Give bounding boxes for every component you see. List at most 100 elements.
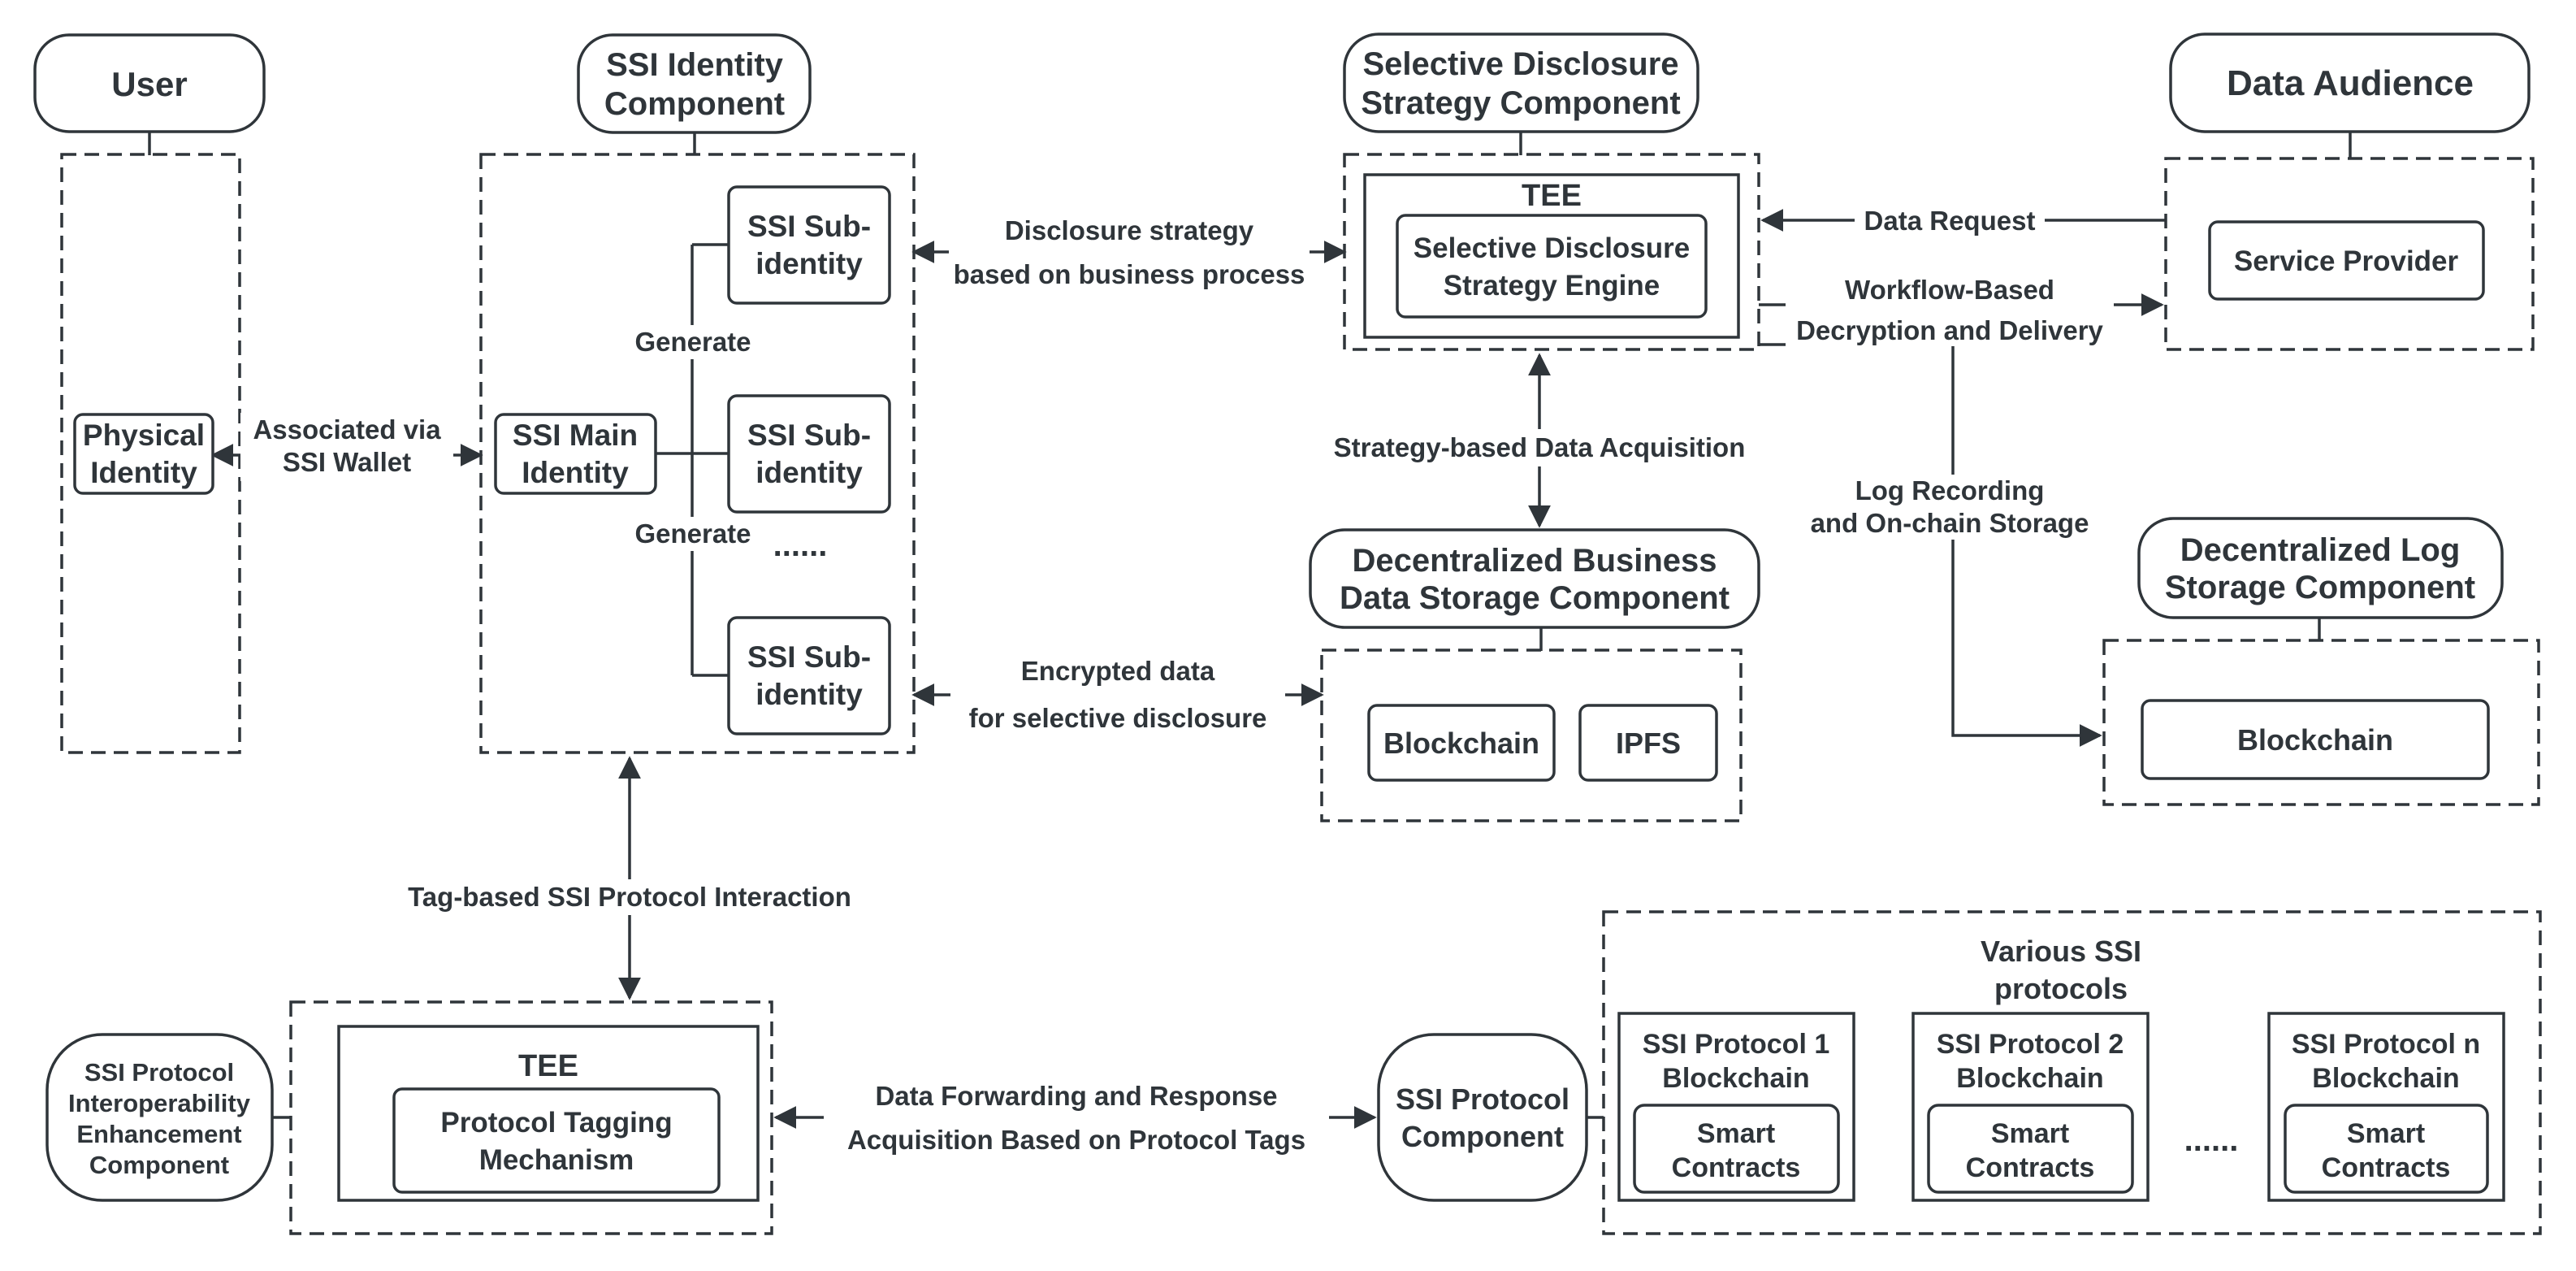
ssi-protocol-line2: Component bbox=[1401, 1120, 1564, 1153]
svg-text:Log Recording: Log Recording bbox=[1855, 475, 2045, 505]
interop-line1: SSI Protocol bbox=[84, 1058, 234, 1087]
forwarding-label: Data Forwarding and Response Acquisition… bbox=[824, 1079, 1329, 1156]
selective-tee-box: TEE Selective Disclosure Strategy Engine bbox=[1363, 173, 1740, 339]
sub-top-line1: SSI Sub- bbox=[747, 210, 871, 243]
log-recording-label: Log Recording and On-chain Storage bbox=[1805, 475, 2094, 540]
svg-text:Data Forwarding and Response: Data Forwarding and Response bbox=[875, 1081, 1277, 1111]
biz-blockchain-box: Blockchain bbox=[1367, 704, 1556, 782]
service-provider-box: Service Provider bbox=[2208, 220, 2485, 301]
log-recording-path bbox=[1759, 343, 2102, 747]
protocol-n-line1: SSI Protocol n bbox=[2292, 1029, 2480, 1060]
svg-text:Disclosure strategy: Disclosure strategy bbox=[1005, 215, 1254, 245]
protocols-title-line2: protocols bbox=[1994, 972, 2128, 1005]
user-pill: User bbox=[33, 33, 266, 133]
smart-contracts-1-line1: Smart bbox=[1697, 1118, 1775, 1149]
svg-text:Generate: Generate bbox=[634, 327, 751, 357]
associated-label: Associated via SSI Wallet bbox=[240, 413, 453, 481]
tag-based-label: Tag-based SSI Protocol Interaction bbox=[386, 879, 873, 915]
strategy-acquisition-label: Strategy-based Data Acquisition bbox=[1311, 429, 1768, 466]
sub-bottom-line2: identity bbox=[755, 678, 863, 711]
protocols-dashed-container bbox=[1602, 910, 2542, 1235]
user-pill-label: User bbox=[111, 65, 187, 103]
smart-contracts-2-line1: Smart bbox=[1991, 1118, 2069, 1149]
audience-dashed-container bbox=[2164, 157, 2535, 351]
ssi-sub-identity-bottom-box: SSI Sub- identity bbox=[727, 616, 891, 735]
protocol-1-box: SSI Protocol 1 Blockchain Smart Contract… bbox=[1617, 1012, 1855, 1202]
strategy-engine-box bbox=[1396, 214, 1708, 319]
disclosure-label: Disclosure strategy based on business pr… bbox=[949, 213, 1310, 291]
protocol-n-line2: Blockchain bbox=[2312, 1063, 2459, 1094]
svg-text:Strategy-based Data Acquisitio: Strategy-based Data Acquisition bbox=[1334, 432, 1746, 462]
protocol-2-line2: Blockchain bbox=[1956, 1063, 2103, 1094]
log-blockchain-box: Blockchain bbox=[2141, 699, 2490, 780]
svg-text:SSI Wallet: SSI Wallet bbox=[283, 447, 411, 477]
generate-label-bottom: Generate bbox=[627, 517, 759, 551]
protocol-1-line1: SSI Protocol 1 bbox=[1643, 1029, 1830, 1060]
svg-text:Workflow-Based: Workflow-Based bbox=[1845, 275, 2054, 305]
interop-line2: Interoperability bbox=[68, 1089, 251, 1117]
smart-contracts-1-line2: Contracts bbox=[1672, 1152, 1801, 1183]
biz-storage-dashed-container bbox=[1320, 649, 1743, 822]
ssi-sub-identity-top-box: SSI Sub- identity bbox=[727, 185, 891, 305]
log-storage-line2: Storage Component bbox=[2165, 570, 2475, 605]
smart-contracts-2-line2: Contracts bbox=[1966, 1152, 2095, 1183]
svg-text:for selective disclosure: for selective disclosure bbox=[969, 703, 1267, 733]
sub-mid-line1: SSI Sub- bbox=[747, 419, 871, 452]
identity-ellipsis: ...... bbox=[773, 527, 828, 563]
interop-line3: Enhancement bbox=[76, 1120, 241, 1148]
protocol-2-box: SSI Protocol 2 Blockchain Smart Contract… bbox=[1911, 1012, 2150, 1202]
log-storage-pill: Decentralized Log Storage Component bbox=[2137, 517, 2504, 619]
ssi-identity-pill-line1: SSI Identity bbox=[606, 47, 784, 83]
selective-tee-label: TEE bbox=[1522, 179, 1582, 213]
physical-identity-line2: Identity bbox=[90, 456, 197, 489]
protocol-tagging-line1: Protocol Tagging bbox=[440, 1107, 672, 1139]
protocol-2-line1: SSI Protocol 2 bbox=[1937, 1029, 2124, 1060]
biz-blockchain-label: Blockchain bbox=[1383, 727, 1539, 760]
smart-contracts-2-box bbox=[1927, 1104, 2134, 1194]
svg-text:Tag-based SSI Protocol Interac: Tag-based SSI Protocol Interaction bbox=[408, 882, 851, 912]
sub-top-line2: identity bbox=[755, 247, 863, 280]
biz-storage-line2: Data Storage Component bbox=[1340, 580, 1730, 616]
svg-text:Acquisition Based on Protocol: Acquisition Based on Protocol Tags bbox=[847, 1125, 1305, 1155]
user-dashed-container bbox=[60, 153, 241, 754]
ssi-protocol-line1: SSI Protocol bbox=[1396, 1082, 1569, 1116]
audience-pill: Data Audience bbox=[2169, 33, 2531, 133]
protocol-n-box: SSI Protocol n Blockchain Smart Contract… bbox=[2267, 1012, 2505, 1202]
log-blockchain-label: Blockchain bbox=[2237, 723, 2393, 757]
workflow-label: Workflow-Based Decryption and Delivery bbox=[1786, 273, 2114, 346]
strategy-engine-line2: Strategy Engine bbox=[1444, 270, 1660, 301]
ssi-sub-identity-mid-box: SSI Sub- identity bbox=[727, 394, 891, 514]
protocol-1-line2: Blockchain bbox=[1662, 1063, 1809, 1094]
svg-text:based on business process: based on business process bbox=[954, 259, 1305, 289]
smart-contracts-n-box bbox=[2284, 1104, 2489, 1194]
selective-pill-line1: Selective Disclosure bbox=[1362, 46, 1678, 82]
smart-contracts-n-line2: Contracts bbox=[2322, 1152, 2451, 1183]
ssi-protocol-pill: SSI Protocol Component bbox=[1377, 1033, 1588, 1202]
biz-storage-line1: Decentralized Business bbox=[1352, 543, 1717, 579]
protocols-ellipsis: ...... bbox=[2184, 1122, 2239, 1158]
smart-contracts-n-line1: Smart bbox=[2347, 1118, 2425, 1149]
ssi-identity-pill: SSI Identity Component bbox=[577, 33, 812, 134]
ssi-main-identity-box: SSI Main Identity bbox=[494, 413, 657, 495]
selective-pill-line2: Strategy Component bbox=[1361, 85, 1680, 121]
physical-identity-line1: Physical bbox=[83, 419, 205, 452]
protocol-tagging-box bbox=[392, 1087, 721, 1194]
svg-text:Associated via: Associated via bbox=[253, 414, 441, 445]
svg-text:Data Request: Data Request bbox=[1864, 206, 2036, 236]
interop-line4: Component bbox=[89, 1151, 229, 1179]
log-storage-line1: Decentralized Log bbox=[2180, 532, 2461, 568]
sub-bottom-line1: SSI Sub- bbox=[747, 640, 871, 674]
service-provider-label: Service Provider bbox=[2234, 245, 2459, 277]
svg-text:and On-chain Storage: and On-chain Storage bbox=[1811, 508, 2089, 538]
data-request-label: Data Request bbox=[1855, 203, 2045, 237]
strategy-engine-line1: Selective Disclosure bbox=[1414, 232, 1690, 264]
ipfs-label: IPFS bbox=[1616, 727, 1681, 760]
interop-pill: SSI Protocol Interoperability Enhancemen… bbox=[45, 1033, 274, 1202]
bottom-tee-label: TEE bbox=[518, 1049, 578, 1083]
ssi-main-line2: Identity bbox=[522, 456, 629, 489]
protocol-tagging-line2: Mechanism bbox=[479, 1144, 634, 1176]
smart-contracts-1-box bbox=[1633, 1104, 1840, 1194]
svg-text:Encrypted data: Encrypted data bbox=[1021, 656, 1215, 686]
